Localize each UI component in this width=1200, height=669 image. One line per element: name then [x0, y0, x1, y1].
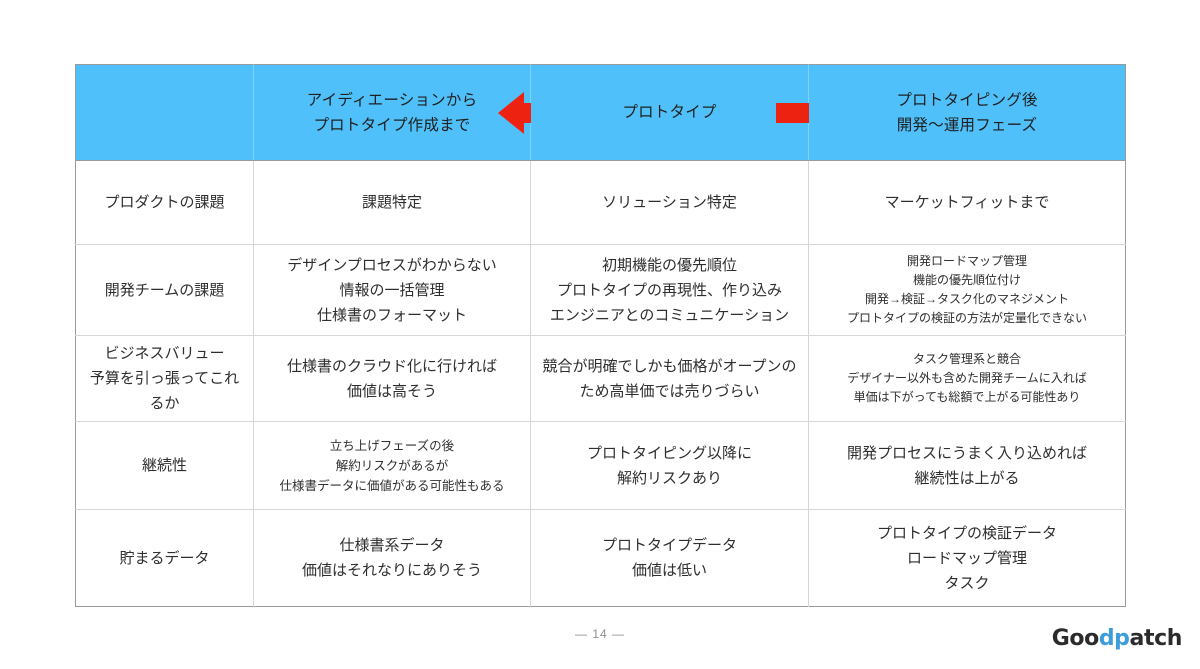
cell-text: 初期機能の優先順位 プロトタイプの再現性、作り込み エンジニアとのコミュニケーシ… — [549, 256, 790, 324]
cell-text: プロトタイプデータ 価値は低い — [601, 537, 737, 579]
cell-business-value-prototype: 競合が明確でしかも価格がオープンの ため高単価では売りづらい — [530, 335, 809, 422]
row-label-text: 貯まるデータ — [119, 549, 210, 567]
cell-text: 仕様書のクラウド化に行ければ 価値は高そう — [286, 357, 497, 400]
row-label-text: プロダクトの課題 — [104, 194, 225, 211]
cell-product-issue-prototype: ソリューション特定 — [530, 160, 809, 245]
cell-text: タスク管理系と競合 デザイナー以外も含めた開発チームに入れば 単価は下がっても総… — [847, 352, 1087, 404]
cell-product-issue-ideation: 課題特定 — [253, 160, 531, 245]
goodpatch-logo: Goodpatch — [1051, 626, 1183, 652]
header-cell-post-prototyping: プロトタイピング後 開発〜運用フェーズ — [808, 64, 1126, 161]
row-label-product-issue: プロダクトの課題 — [75, 160, 254, 245]
cell-text: 仕様書系データ 価値はそれなりにありそう — [301, 537, 482, 579]
cell-continuity-ideation: 立ち上げフェーズの後 解約リスクがあるが 仕様書データに価値がある可能性もある — [253, 421, 531, 510]
header-label-prototype: プロトタイプ — [622, 104, 717, 121]
row-label-continuity: 継続性 — [75, 421, 254, 510]
cell-text: デザインプロセスがわからない 情報の一括管理 仕様書のフォーマット — [287, 256, 497, 324]
comparison-matrix: アイディエーションから プロトタイプ作成まで プロトタイプ プロトタイピング後 … — [75, 64, 1126, 607]
cell-product-issue-post: マーケットフィットまで — [808, 160, 1126, 245]
cell-accumulated-data-prototype: プロトタイプデータ 価値は低い — [530, 509, 809, 607]
header-label-post-prototyping: プロトタイピング後 開発〜運用フェーズ — [896, 91, 1038, 134]
cell-continuity-post: 開発プロセスにうまく入り込めれば 継続性は上がる — [808, 421, 1126, 510]
row-label-business-value: ビジネスバリュー 予算を引っ張ってこれ るか — [75, 335, 254, 422]
cell-text: 競合が明確でしかも価格がオープンの ため高単価では売りづらい — [542, 357, 797, 400]
cell-dev-team-issue-prototype: 初期機能の優先順位 プロトタイプの再現性、作り込み エンジニアとのコミュニケーシ… — [530, 244, 809, 336]
cell-text: プロトタイピング以降に 解約リスクあり — [586, 444, 752, 487]
row-label-text: 開発チームの課題 — [104, 281, 225, 299]
logo-part-mid: dp — [1098, 626, 1130, 651]
table-header-row: アイディエーションから プロトタイプ作成まで プロトタイプ プロトタイピング後 … — [75, 64, 1126, 161]
cell-text: ソリューション特定 — [602, 194, 737, 211]
row-label-text: 継続性 — [141, 457, 187, 474]
cell-text: プロトタイプの検証データ ロードマップ管理 タスク — [876, 524, 1057, 592]
cell-text: 課題特定 — [361, 194, 422, 211]
cell-text: 立ち上げフェーズの後 解約リスクがあるが 仕様書データに価値がある可能性もある — [279, 438, 505, 493]
cell-dev-team-issue-ideation: デザインプロセスがわからない 情報の一括管理 仕様書のフォーマット — [253, 244, 531, 336]
row-label-accumulated-data: 貯まるデータ — [75, 509, 254, 607]
cell-accumulated-data-post: プロトタイプの検証データ ロードマップ管理 タスク — [809, 510, 1126, 607]
header-corner-cell — [75, 64, 254, 161]
cell-dev-team-issue-post: 開発ロードマップ管理 機能の優先順位付け 開発→検証→タスク化のマネジメント プ… — [808, 244, 1126, 336]
cell-text: 開発ロードマップ管理 機能の優先順位付け 開発→検証→タスク化のマネジメント プ… — [846, 254, 1087, 325]
cell-continuity-prototype: プロトタイピング以降に 解約リスクあり — [530, 421, 809, 510]
logo-part-1: Goo — [1051, 626, 1099, 651]
header-cell-prototype: プロトタイプ — [530, 64, 840, 161]
cell-text: 開発プロセスにうまく入り込めれば 継続性は上がる — [846, 444, 1087, 487]
cell-business-value-ideation: 仕様書のクラウド化に行ければ 価値は高そう — [253, 335, 531, 422]
row-label-text: ビジネスバリュー 予算を引っ張ってこれ るか — [89, 345, 240, 412]
table-row: プロダクトの課題 課題特定 ソリューション特定 マーケットフィットまで — [75, 160, 1126, 245]
table-row: 継続性 立ち上げフェーズの後 解約リスクがあるが 仕様書データに価値がある可能性… — [75, 421, 1126, 510]
cell-text: マーケットフィットまで — [884, 194, 1050, 211]
table-row: 貯まるデータ 仕様書系データ 価値はそれなりにありそう プロトタイプデータ 価値… — [75, 509, 1126, 607]
header-cell-ideation: アイディエーションから プロトタイプ作成まで — [253, 64, 562, 161]
page-number: — 14 — — [574, 627, 625, 641]
table-row: ビジネスバリュー 予算を引っ張ってこれ るか 仕様書のクラウド化に行ければ 価値… — [75, 335, 1126, 422]
table-row: 開発チームの課題 デザインプロセスがわからない 情報の一括管理 仕様書のフォーマ… — [75, 244, 1126, 336]
cell-business-value-post: タスク管理系と競合 デザイナー以外も含めた開発チームに入れば 単価は下がっても総… — [808, 335, 1126, 422]
header-label-ideation: アイディエーションから プロトタイプ作成まで — [306, 91, 478, 134]
row-label-dev-team-issue: 開発チームの課題 — [75, 244, 254, 336]
logo-part-2: atch — [1129, 626, 1183, 651]
cell-accumulated-data-ideation: 仕様書系データ 価値はそれなりにありそう — [253, 509, 531, 607]
